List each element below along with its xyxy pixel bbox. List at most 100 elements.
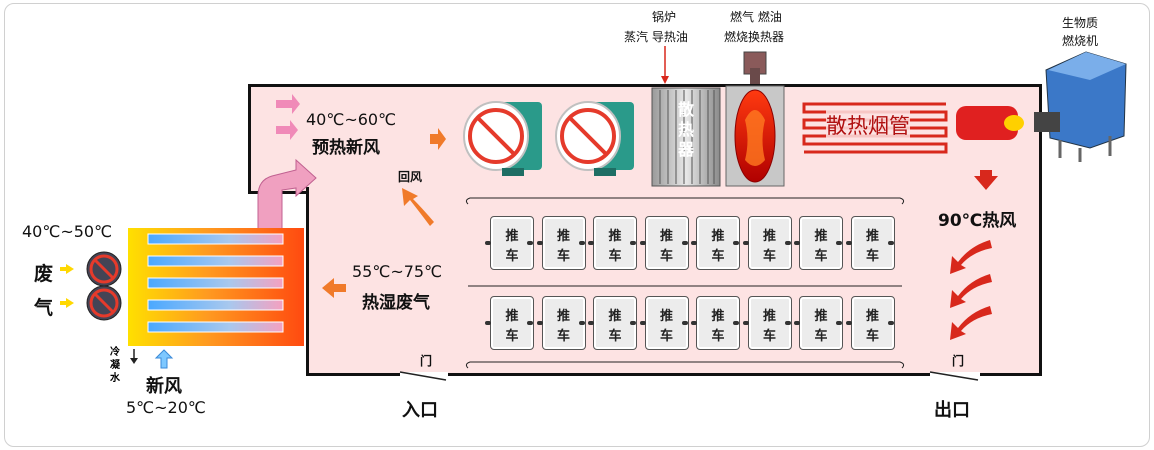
cart-label: 推: [556, 229, 570, 244]
door-gap-right: [930, 372, 980, 378]
axial-fan-icon: [463, 101, 542, 176]
fresh-air-arrow-icon: [154, 349, 174, 369]
cart-label: 车: [762, 329, 776, 344]
cart-label: 车: [659, 329, 673, 344]
gas-label: 燃气 燃油: [730, 10, 782, 24]
cart-label: 车: [556, 329, 570, 344]
flue-pipe-label: 散热烟管: [826, 110, 910, 140]
cart-wheel: [588, 321, 594, 325]
exchanger-tubes: [147, 233, 284, 333]
exhaust-temp: 40℃~50℃: [22, 222, 113, 241]
cart-rails: [465, 197, 905, 369]
exhaust-arrow-icon: [60, 298, 74, 308]
cart-wheel: [485, 321, 491, 325]
gas-sub-label: 燃烧换热器: [724, 30, 785, 44]
cart-row2-3: 推车: [588, 296, 637, 350]
cart-wheel: [836, 321, 842, 325]
cart-wheel: [733, 321, 739, 325]
boiler-sub-label: 蒸汽 导热油: [624, 30, 688, 44]
biomass-label: 生物质: [1062, 16, 1099, 30]
cart-wheel: [691, 321, 697, 325]
cart-label: 推: [711, 229, 725, 244]
outer-frame: [4, 3, 1150, 447]
entrance-label: 入口: [402, 400, 438, 421]
cart-wheel: [681, 321, 688, 325]
cart-row1-6: 推车: [742, 216, 792, 270]
cart-wheel: [681, 241, 688, 245]
cart-label: 车: [608, 249, 622, 264]
boiler-label: 锅炉: [652, 10, 677, 24]
cart-label: 推: [814, 229, 828, 244]
cart-wheel: [630, 321, 636, 325]
radiator-icon: [651, 87, 721, 187]
door-icon: [399, 371, 979, 381]
cart-wheel: [691, 241, 697, 245]
cart-label: 车: [556, 249, 570, 264]
cart-label: 推: [762, 309, 776, 324]
cart-wheel: [630, 241, 636, 245]
pink-inflow-arrows-icon: [276, 94, 300, 140]
cart-row1-1: 推车: [485, 216, 534, 270]
cart-wheel: [639, 321, 646, 325]
axial-fan-icon: [555, 101, 634, 176]
cart-label: 车: [814, 329, 828, 344]
cart-wheel: [485, 241, 491, 245]
burner-nozzle-icon: [956, 106, 1018, 140]
cart-wheel: [794, 241, 800, 245]
cart-wheel: [836, 241, 842, 245]
cart-row2-7: 推车: [794, 296, 843, 350]
condensate-label: 冷凝水: [110, 347, 120, 384]
waste-temp: 55℃~75℃: [352, 262, 443, 281]
burner-exchanger-icon: [725, 51, 785, 187]
exhaust-char-2: 气: [34, 297, 54, 319]
cart-row1-7: 推车: [794, 216, 843, 270]
cart-label: 推: [659, 229, 673, 244]
cart-wheel: [887, 321, 894, 325]
cart-label: 推: [608, 229, 622, 244]
cart-label: 车: [505, 249, 519, 264]
cart-wheel: [845, 321, 852, 325]
fresh-air-label: 新风: [146, 376, 182, 397]
cart-wheel: [578, 321, 585, 325]
cart-wheel: [578, 241, 585, 245]
cart-label: 车: [659, 249, 673, 264]
cart-wheel: [742, 241, 749, 245]
cart-wheel: [588, 241, 594, 245]
cart-row1-8: 推车: [845, 216, 895, 270]
cart-wheel: [527, 241, 533, 245]
pink-duct: [257, 158, 317, 231]
return-air-label: 回风: [398, 170, 423, 184]
cart-wheel: [784, 321, 791, 325]
cart-row2-5: 推车: [691, 296, 740, 350]
exit-label: 出口: [934, 400, 970, 421]
cart-label: 推: [865, 229, 879, 244]
hot-air-arrow-icon: [974, 170, 998, 190]
cart-wheel: [639, 241, 646, 245]
cart-label: 推: [505, 229, 519, 244]
fresh-air-temp: 5℃~20℃: [126, 398, 206, 417]
cart-wheel: [845, 241, 852, 245]
cart-label: 车: [505, 329, 519, 344]
cart-label: 车: [814, 249, 828, 264]
biomass-sub-label: 燃烧机: [1062, 34, 1099, 48]
cart-label: 车: [608, 329, 622, 344]
cart-label: 推: [762, 229, 776, 244]
door-gap-left: [400, 372, 448, 378]
cart-wheel: [536, 321, 543, 325]
cart-label: 车: [865, 249, 879, 264]
cart-wheel: [887, 241, 894, 245]
biomass-burner-icon: [1034, 51, 1127, 162]
hot-air-curved-arrows-icon: [950, 240, 992, 340]
cart-wheel: [784, 241, 791, 245]
cart-row1-5: 推车: [691, 216, 740, 270]
radiator-label: 散热器: [677, 100, 694, 159]
cart-wheel: [536, 241, 543, 245]
cart-wheel: [733, 241, 739, 245]
exhaust-arrow-icon: [60, 264, 74, 274]
cart-label: 车: [762, 249, 776, 264]
cart-row1-2: 推车: [536, 216, 586, 270]
door-left-label: 门: [420, 354, 433, 368]
cart-row2-1: 推车: [485, 296, 534, 350]
return-air-arrow-icon: [402, 188, 434, 226]
cart-label: 推: [865, 309, 879, 324]
